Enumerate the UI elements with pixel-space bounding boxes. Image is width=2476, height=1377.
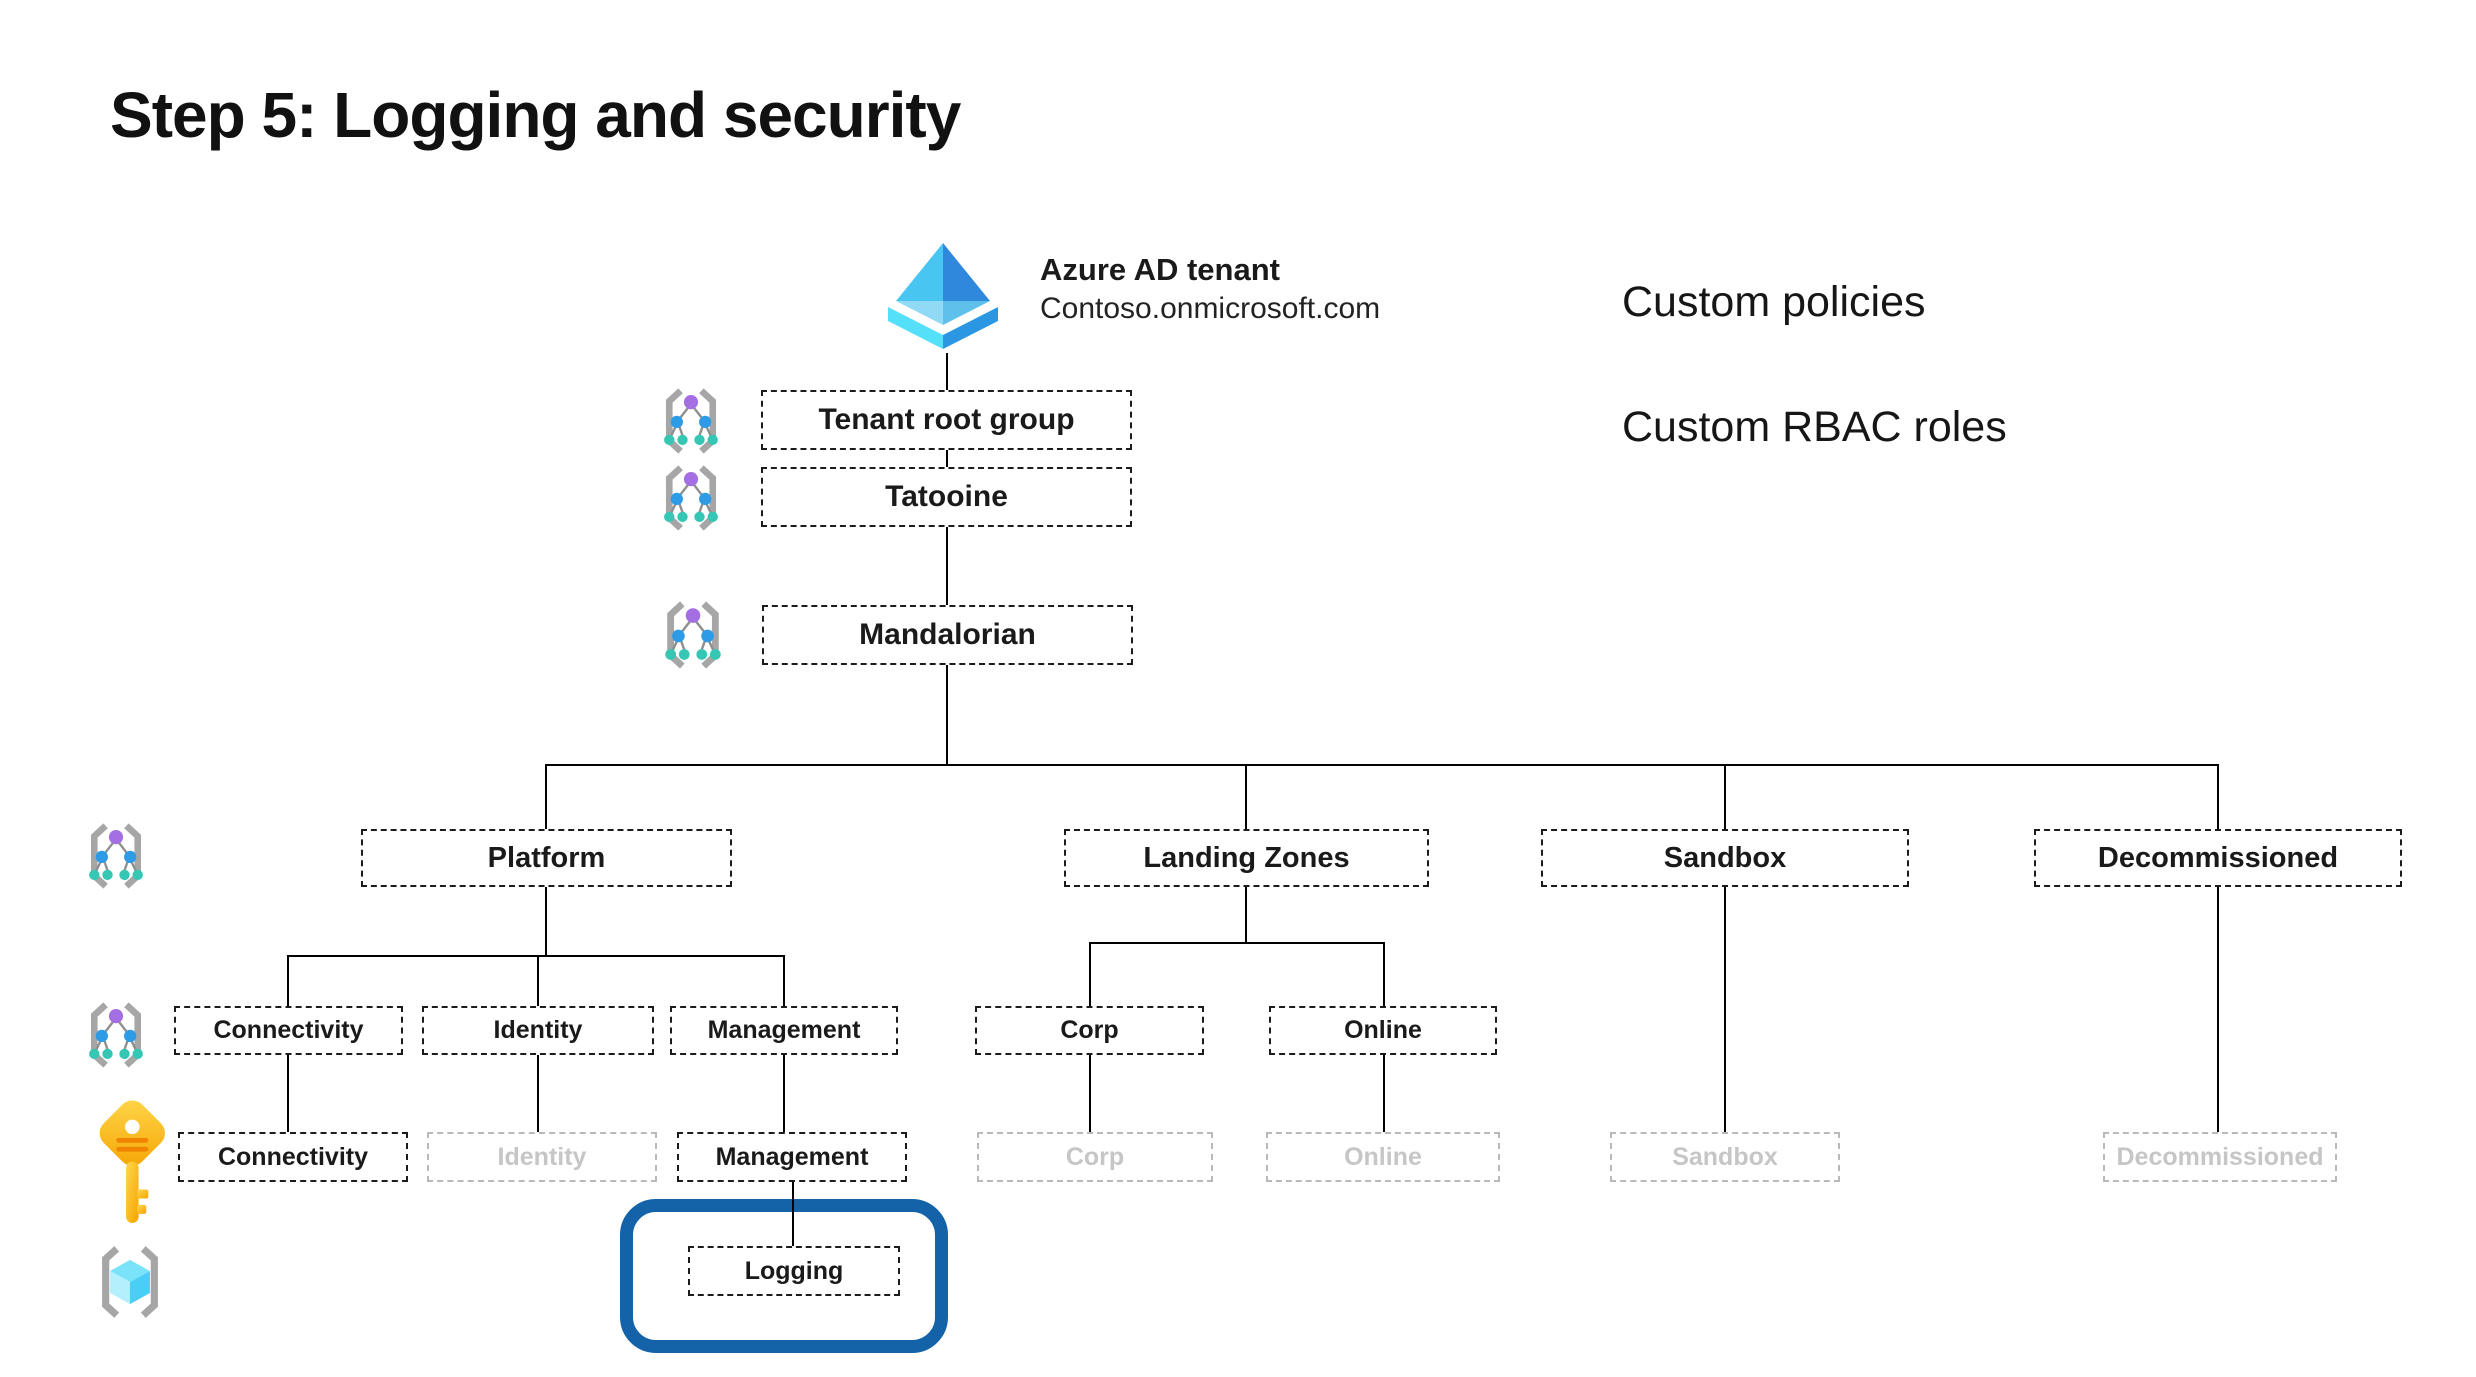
connector-line [287,957,290,1006]
mg-box-mandalorian: Mandalorian [762,605,1133,665]
connector-line [287,1055,290,1132]
mg-box-landing-zones: Landing Zones [1064,829,1429,887]
connector-line [946,450,949,467]
subscription-box-online: Online [1266,1132,1500,1182]
logging-highlight-frame [620,1199,948,1353]
subscription-box-sandbox: Sandbox [1610,1132,1840,1182]
mg-box-tatooine: Tatooine [761,467,1132,527]
connector-line [1383,944,1386,1006]
mg-box-connectivity: Connectivity [174,1006,403,1055]
connector-line [545,764,2219,767]
connector-line [2217,766,2220,829]
mg-box-platform: Platform [361,829,732,887]
custom-policies-note: Custom policies [1622,278,1926,326]
management-group-icon [89,823,143,889]
page-title: Step 5: Logging and security [110,79,961,151]
management-group-icon [665,601,721,669]
connector-line [946,527,949,605]
subscription-box-connectivity: Connectivity [178,1132,408,1182]
connector-line [537,957,540,1006]
subscription-box-corp: Corp [977,1132,1213,1182]
management-group-icon [89,1002,143,1068]
connector-line [1089,1055,1092,1132]
mg-box-management: Management [670,1006,898,1055]
tenant-name-label: Azure AD tenant [1040,252,1280,287]
subscription-box-identity: Identity [427,1132,657,1182]
connector-line [1245,766,1248,829]
mg-box-tenant-root-group: Tenant root group [761,390,1132,450]
connector-line [545,766,548,829]
connector-line [783,957,786,1006]
connector-line [1245,887,1248,944]
connector-line [1724,766,1727,829]
connector-line [792,1182,795,1246]
connector-line [1383,1055,1386,1132]
connector-line [287,955,785,958]
connector-line [946,665,949,766]
connector-line [1724,887,1727,1132]
custom-rbac-note: Custom RBAC roles [1622,403,2007,451]
mg-box-identity: Identity [422,1006,654,1055]
subscription-box-management: Management [677,1132,907,1182]
mg-box-corp: Corp [975,1006,1204,1055]
connector-line [537,1055,540,1132]
management-group-icon [664,465,718,531]
azure-ad-pyramid-icon [888,243,998,349]
connector-line [946,353,949,390]
management-group-icon [664,388,718,454]
connector-line [1089,944,1092,1006]
key-icon [99,1100,165,1223]
mg-box-online: Online [1269,1006,1497,1055]
resource-group-box-logging: Logging [688,1246,900,1296]
connector-line [2217,887,2220,1132]
connector-line [1089,942,1385,945]
connector-line [545,887,548,957]
tenant-domain-label: Contoso.onmicrosoft.com [1040,292,1381,325]
connector-line [783,1055,786,1132]
subscription-box-decommissioned: Decommissioned [2103,1132,2337,1182]
mg-box-sandbox: Sandbox [1541,829,1909,887]
mg-box-decommissioned: Decommissioned [2034,829,2402,887]
resource-group-cube-icon [102,1246,158,1318]
